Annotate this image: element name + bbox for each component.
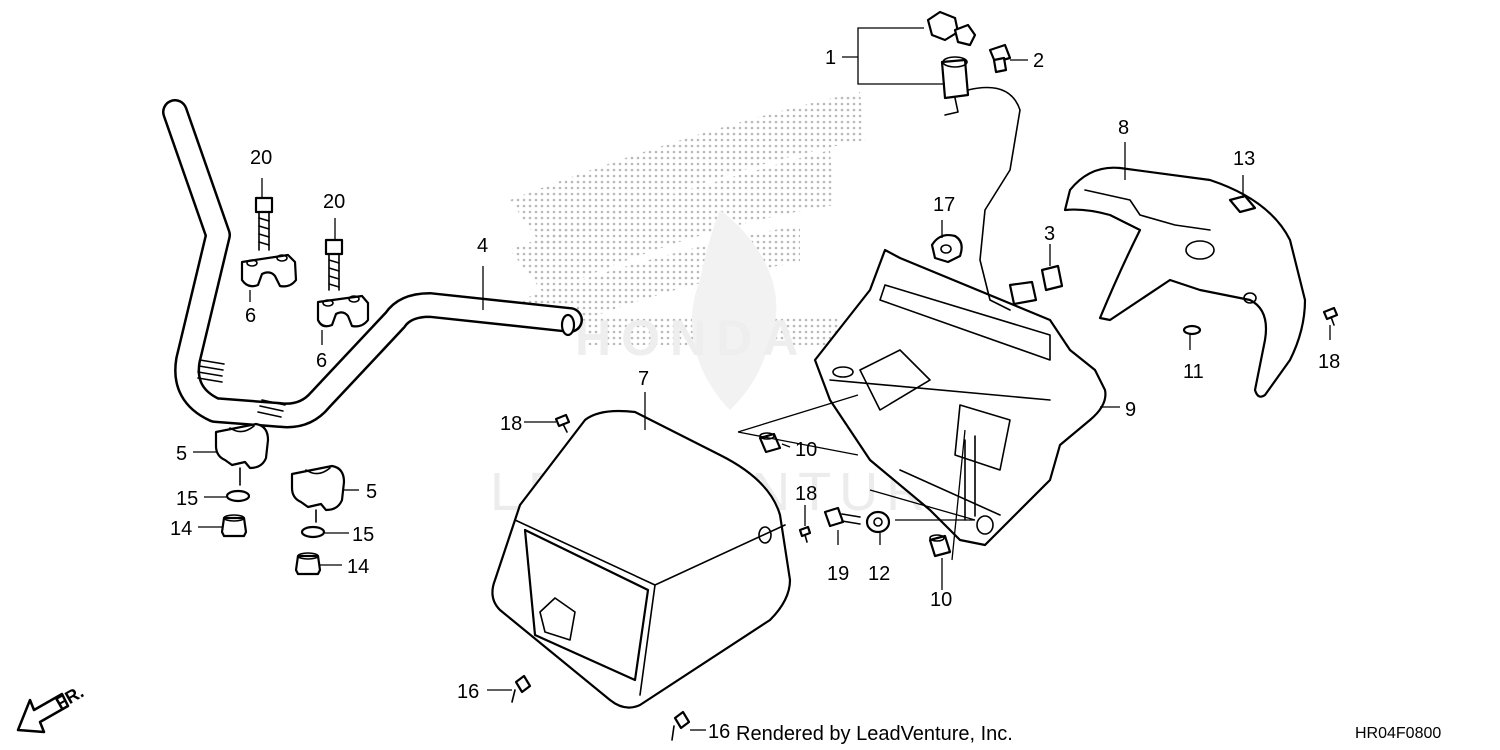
credit-text: Rendered by LeadVenture, Inc. bbox=[736, 723, 1013, 745]
bolt-20-right[interactable] bbox=[324, 238, 344, 291]
screw-18-upper[interactable] bbox=[554, 413, 571, 433]
front-arrow-icon: FR. bbox=[16, 682, 87, 734]
callout-6-left: 6 bbox=[245, 305, 256, 327]
rivet-16-lower[interactable] bbox=[671, 710, 691, 741]
handlebar[interactable] bbox=[162, 99, 583, 429]
callout-14-left: 14 bbox=[170, 518, 192, 540]
callout-20-left: 20 bbox=[250, 147, 272, 169]
visor-8[interactable] bbox=[1063, 166, 1307, 398]
upper-holder-6-left[interactable] bbox=[240, 253, 298, 288]
washer-15-right[interactable] bbox=[300, 525, 326, 539]
callout-20-right: 20 bbox=[323, 191, 345, 213]
callout-18-middle: 18 bbox=[795, 483, 817, 505]
callout-8: 8 bbox=[1118, 117, 1129, 139]
headlight-cover-7[interactable] bbox=[491, 409, 792, 709]
nut-14-left[interactable] bbox=[220, 514, 248, 538]
washer-15-left[interactable] bbox=[225, 489, 251, 503]
screw-18-right[interactable] bbox=[1322, 306, 1339, 326]
collar-10-lower[interactable] bbox=[928, 534, 952, 558]
callout-12: 12 bbox=[868, 563, 890, 585]
callout-15-right: 15 bbox=[352, 524, 374, 546]
clamp-17[interactable] bbox=[930, 233, 963, 264]
nut-14-right[interactable] bbox=[294, 552, 322, 576]
callout-6-right: 6 bbox=[316, 350, 327, 372]
callout-7: 7 bbox=[638, 368, 649, 390]
clip-11[interactable] bbox=[1182, 324, 1202, 336]
bolt-19[interactable] bbox=[823, 506, 861, 528]
upper-holder-6-right[interactable] bbox=[316, 294, 370, 328]
callout-4: 4 bbox=[477, 235, 488, 257]
callout-10-upper: 10 bbox=[795, 439, 817, 461]
callout-3: 3 bbox=[1044, 223, 1055, 245]
callout-14-right: 14 bbox=[347, 556, 369, 578]
callout-15-left: 15 bbox=[176, 488, 198, 510]
leader-lines bbox=[193, 27, 1331, 731]
callout-18-upper: 18 bbox=[500, 413, 522, 435]
callout-10-lower: 10 bbox=[930, 589, 952, 611]
callout-9: 9 bbox=[1125, 399, 1136, 421]
rivet-16-upper[interactable] bbox=[511, 674, 532, 703]
callout-13: 13 bbox=[1233, 148, 1255, 170]
honda-wing-watermark bbox=[510, 92, 865, 410]
collar-10-upper[interactable] bbox=[758, 432, 782, 454]
clip-13[interactable] bbox=[1228, 194, 1257, 214]
honda-text-watermark: HONDA bbox=[575, 310, 808, 366]
rubber-3[interactable] bbox=[1040, 264, 1064, 292]
lower-holder-5-right[interactable] bbox=[290, 464, 346, 523]
callout-18-right: 18 bbox=[1318, 351, 1340, 373]
ignition-connector[interactable] bbox=[1008, 280, 1038, 306]
ignition-switch-1[interactable] bbox=[926, 10, 1021, 311]
callout-5-right: 5 bbox=[366, 481, 377, 503]
callout-1: 1 bbox=[825, 47, 836, 69]
callout-17: 17 bbox=[933, 194, 955, 216]
bolt-20-left[interactable] bbox=[254, 196, 274, 251]
callout-16-lower: 16 bbox=[708, 721, 730, 743]
callout-11: 11 bbox=[1183, 361, 1204, 383]
headlight-case-9[interactable] bbox=[813, 248, 1107, 547]
callout-16-upper: 16 bbox=[457, 681, 479, 703]
callout-5-left: 5 bbox=[176, 443, 187, 465]
grommet-2[interactable] bbox=[988, 43, 1012, 74]
callout-labels: 1 2 3 4 5 5 6 6 7 8 9 10 10 11 12 13 14 … bbox=[170, 47, 1340, 743]
callout-19: 19 bbox=[827, 563, 849, 585]
callout-2: 2 bbox=[1033, 50, 1044, 72]
grommet-12[interactable] bbox=[865, 510, 891, 534]
lower-holder-5-left[interactable] bbox=[214, 422, 270, 486]
diagram-code: HR04F0800 bbox=[1355, 725, 1441, 742]
screw-18-middle[interactable] bbox=[798, 525, 812, 543]
